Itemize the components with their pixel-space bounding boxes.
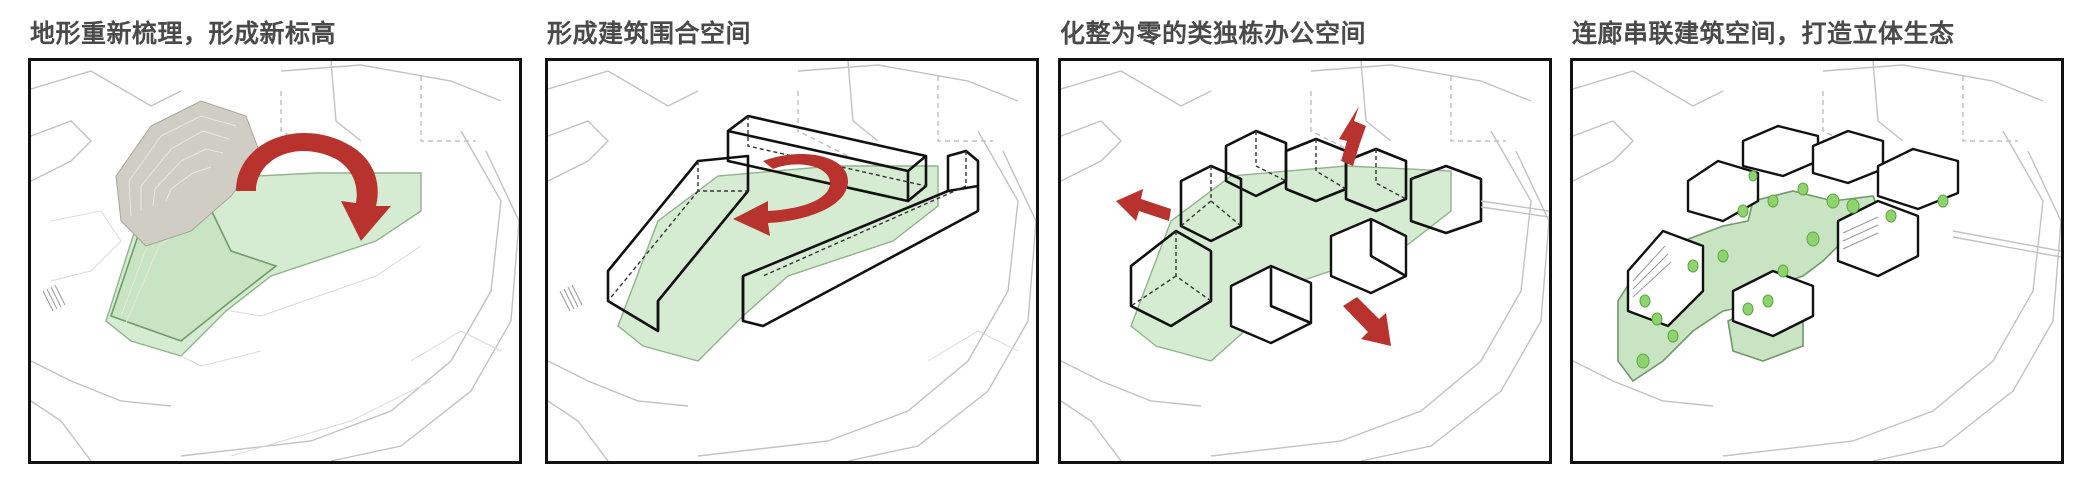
panel-standalone-offices: 化整为零的类独栋办公空间 <box>1058 0 1554 470</box>
site-context <box>1061 61 1549 461</box>
rotate-arrow-icon <box>733 153 848 236</box>
rooftop-trees <box>1636 170 1949 369</box>
connected-building-north-2 <box>1741 124 1820 178</box>
l-shaped-building <box>606 154 750 333</box>
stair-steps <box>42 284 66 312</box>
site-context <box>548 61 1036 461</box>
terrain-diagram <box>31 61 519 461</box>
office-block-east <box>1409 164 1549 235</box>
panel-frame <box>1058 58 1552 464</box>
connected-building-east <box>1876 147 2061 258</box>
arrow-down-right-icon <box>1343 297 1391 346</box>
panel-title: 地形重新梳理，形成新标高 <box>30 19 337 48</box>
ecology-diagram <box>1573 61 2061 461</box>
office-block-north-3 <box>1344 147 1408 213</box>
office-block-south <box>1229 264 1313 345</box>
arrow-left-icon <box>1116 189 1171 221</box>
panel-title: 连廊串联建筑空间，打造立体生态 <box>1572 19 1955 48</box>
panel-title: 化整为零的类独栋办公空间 <box>1060 19 1367 48</box>
connected-building-north-3 <box>1811 129 1885 185</box>
office-block-west <box>1129 229 1213 328</box>
original-hill <box>115 100 262 247</box>
panel-terrain-regrading: 地形重新梳理，形成新标高 <box>28 0 524 470</box>
enclosure-diagram <box>548 61 1036 461</box>
panel-frame <box>545 58 1039 464</box>
tall-block-building <box>741 149 980 328</box>
long-bar-building <box>726 114 928 203</box>
office-block-southeast <box>1329 217 1408 295</box>
panel-connected-ecology: 连廊串联建筑空间，打造立体生态 <box>1570 0 2066 470</box>
panel-frame <box>28 58 522 464</box>
regraded-terrain <box>617 165 939 362</box>
site-context <box>1573 61 2061 461</box>
curved-arrow-icon <box>236 133 391 241</box>
site-context <box>31 61 519 461</box>
panel-enclosed-space: 形成建筑围合空间 <box>545 0 1041 470</box>
office-block-center-west <box>1179 164 1243 243</box>
connected-building-south <box>1836 199 1920 278</box>
regraded-terrain <box>1130 165 1452 362</box>
subdivision-diagram <box>1061 61 1549 461</box>
panel-frame <box>1570 58 2064 464</box>
stair-steps <box>559 284 583 312</box>
panel-title: 形成建筑围合空间 <box>547 19 752 48</box>
arrow-up-icon <box>1339 106 1366 166</box>
